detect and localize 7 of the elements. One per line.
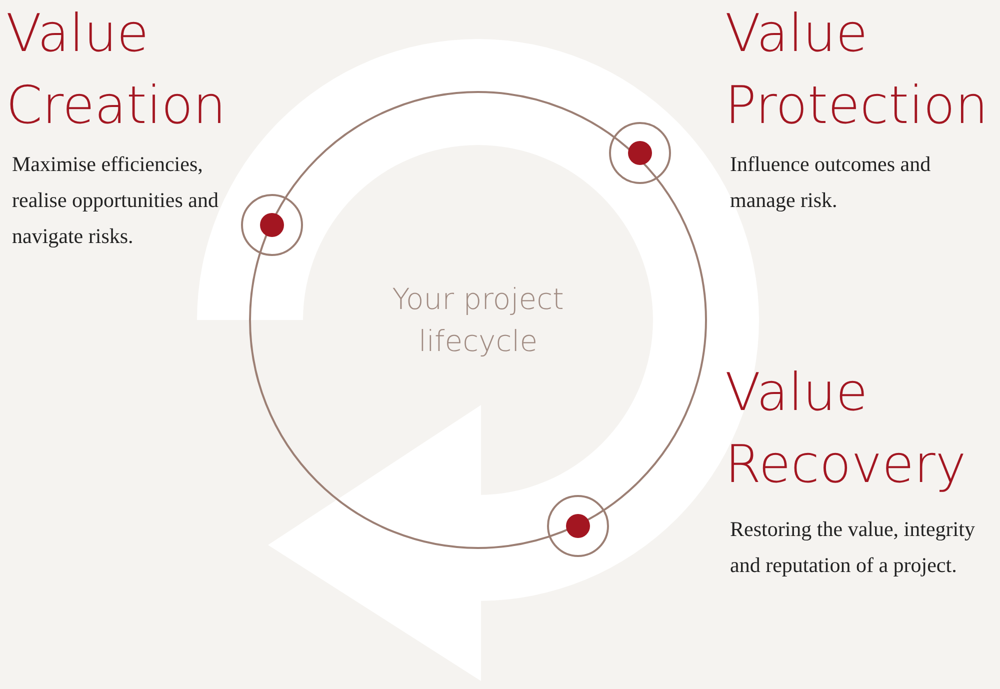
center-label: Your project lifecycle: [391, 281, 565, 360]
description: Maximise efficiencies, realise opportunities and navigate risks.: [12, 151, 220, 250]
description: Restoring the value, integrity and reputation of a project.: [730, 516, 976, 579]
heading: Value Protection: [725, 3, 990, 138]
description: Influence outcomes and manage risk.: [730, 151, 932, 214]
heading: Value Recovery: [725, 362, 968, 497]
heading: Value Creation: [6, 3, 228, 138]
